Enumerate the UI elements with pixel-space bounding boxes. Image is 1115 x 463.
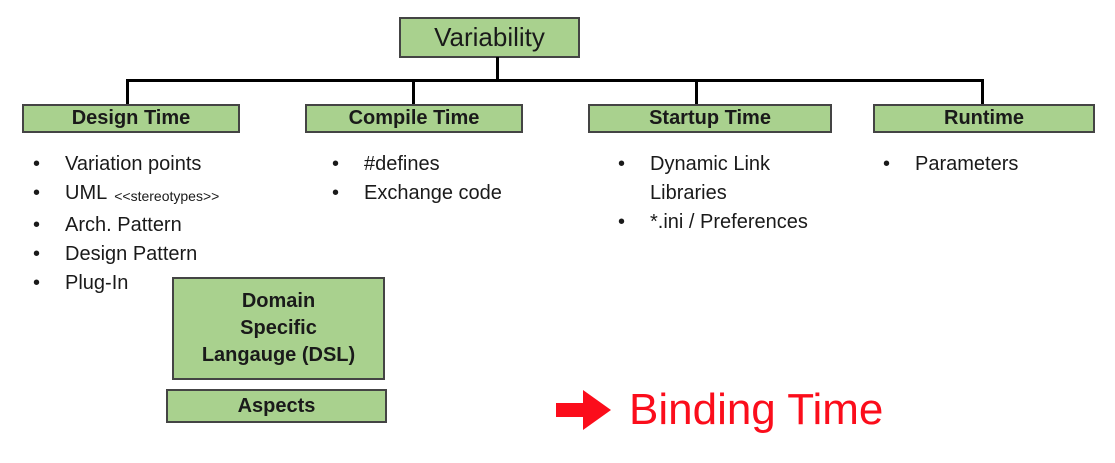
list-item-text: #defines: [364, 153, 440, 175]
connector-drop-design-time: [126, 79, 129, 104]
bullet-icon: •: [618, 211, 626, 233]
header-runtime: Runtime: [873, 104, 1095, 133]
list-item: • UML <<stereotypes>>: [33, 179, 219, 211]
list-item: • *.ini / Preferences: [618, 208, 808, 237]
header-startup-time-label: Startup Time: [649, 107, 771, 129]
list-item-small-text: <<stereotypes>>: [114, 188, 220, 204]
runtime-list: • Parameters: [883, 150, 1018, 179]
design-time-list: • Variation points • UML <<stereotypes>>…: [33, 150, 219, 298]
header-compile-time-label: Compile Time: [348, 107, 480, 129]
root-node-label: Variability: [434, 22, 545, 52]
header-startup-time: Startup Time: [588, 104, 832, 133]
binding-time-label: Binding Time: [629, 385, 884, 434]
list-item: • Variation points: [33, 150, 219, 179]
list-item-text: UML: [65, 182, 108, 204]
bullet-icon: •: [33, 243, 41, 265]
bullet-icon: •: [332, 182, 340, 204]
list-item-text: Design Pattern: [65, 243, 198, 265]
list-item-text: Dynamic Link Libraries: [650, 153, 771, 204]
dsl-box-line: Specific: [240, 317, 317, 339]
list-item-text: Variation points: [65, 153, 202, 175]
connector-root-stem: [496, 57, 499, 80]
aspects-box-label: Aspects: [237, 394, 316, 417]
list-item-text: *.ini / Preferences: [650, 211, 808, 233]
header-compile-time: Compile Time: [305, 104, 523, 133]
aspects-box: Aspects: [166, 389, 387, 423]
list-item: • Plug-In: [33, 269, 219, 298]
list-item: • #defines: [332, 150, 502, 179]
dsl-box-line: Langauge (DSL): [201, 344, 356, 366]
bullet-icon: •: [33, 272, 41, 294]
bullet-icon: •: [33, 182, 41, 204]
dsl-box: Domain Specific Langauge (DSL): [172, 277, 385, 380]
list-item-text: Plug-In: [65, 272, 129, 294]
bullet-icon: •: [883, 153, 891, 175]
connector-drop-compile-time: [412, 79, 415, 104]
list-item-text: Arch. Pattern: [65, 214, 182, 236]
list-item-text: Parameters: [915, 153, 1019, 175]
bullet-icon: •: [33, 214, 41, 236]
list-item: • Arch. Pattern: [33, 211, 219, 240]
bullet-icon: •: [332, 153, 340, 175]
bullet-icon: •: [33, 153, 41, 175]
binding-time-annotation: Binding Time: [556, 385, 884, 434]
connector-drop-startup-time: [695, 79, 698, 104]
header-runtime-label: Runtime: [944, 107, 1024, 129]
header-design-time: Design Time: [22, 104, 240, 133]
list-item: • Parameters: [883, 150, 1018, 179]
right-arrow-icon: [556, 390, 611, 431]
list-item-text: Exchange code: [364, 182, 502, 204]
compile-time-list: • #defines • Exchange code: [332, 150, 502, 208]
bullet-icon: •: [618, 153, 626, 175]
list-item: • Exchange code: [332, 179, 502, 208]
connector-drop-runtime: [981, 79, 984, 104]
root-node-variability: Variability: [399, 17, 580, 58]
dsl-box-line: Domain: [241, 290, 316, 312]
connector-horizontal: [126, 79, 984, 82]
header-design-time-label: Design Time: [71, 107, 191, 129]
startup-time-list: • Dynamic Link Libraries • *.ini / Prefe…: [618, 150, 808, 237]
list-item: • Design Pattern: [33, 240, 219, 269]
list-item: • Dynamic Link Libraries: [618, 150, 808, 208]
